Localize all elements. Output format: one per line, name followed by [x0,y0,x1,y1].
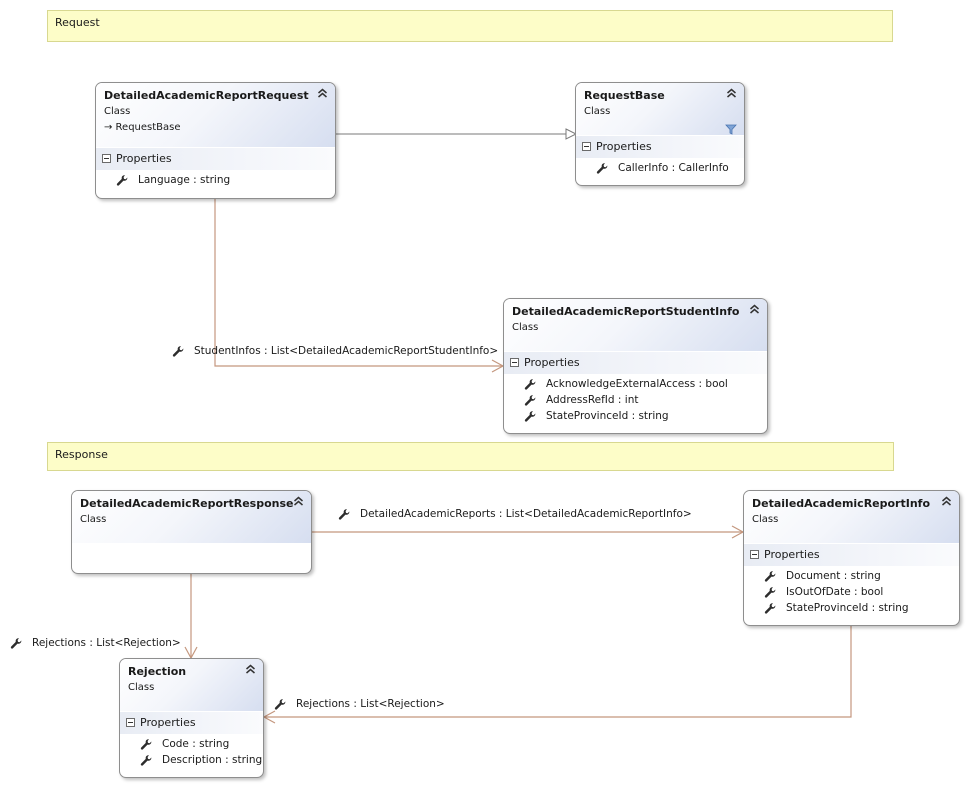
class-box-rejection[interactable]: Rejection Class Properties Code : string… [119,658,264,778]
class-name: Rejection [128,665,187,678]
rejections-info-arrowhead [262,710,276,724]
wrench-icon [764,602,777,615]
class-type: Class [752,514,779,525]
request-banner: Request [47,10,893,42]
minus-box-icon[interactable] [102,154,111,163]
class-type: Class [512,322,539,333]
double-chevron-up-icon[interactable] [749,304,760,314]
class-header: DetailedAcademicReportRequest Class → Re… [96,83,335,147]
wrench-icon [140,738,153,751]
section-label: Properties [140,716,196,729]
student-infos-line [214,199,503,367]
minus-box-icon[interactable] [582,142,591,151]
class-header: DetailedAcademicReportResponse Class [72,491,311,543]
response-banner-label: Response [55,448,108,461]
properties-section-header[interactable]: Properties [576,136,744,158]
class-base: → RequestBase [104,122,181,133]
section-label: Properties [596,140,652,153]
wrench-icon [764,586,777,599]
property-text: StateProvinceId : string [546,410,669,422]
property-text: Code : string [162,738,230,750]
association-text: Rejections : List<Rejection> [296,698,445,710]
section-label: Properties [524,356,580,369]
rejections-info-line [264,626,852,718]
class-name: RequestBase [584,89,665,102]
property-text: Language : string [138,174,231,186]
section-label: Properties [764,548,820,561]
class-header: RequestBase Class [576,83,744,135]
class-type: Class [80,514,107,525]
response-banner: Response [47,442,894,471]
class-name: DetailedAcademicReportResponse [80,497,294,510]
minus-box-icon[interactable] [750,550,759,559]
wrench-icon [338,508,351,521]
double-chevron-up-icon[interactable] [941,496,952,506]
property-text: StateProvinceId : string [786,602,909,614]
property-text: AddressRefId : int [546,394,639,406]
filter-icon[interactable] [725,123,737,135]
wrench-icon [140,754,153,767]
double-chevron-up-icon[interactable] [293,496,304,506]
double-chevron-up-icon[interactable] [245,664,256,674]
wrench-icon [10,637,23,650]
class-name: DetailedAcademicReportRequest [104,89,309,102]
class-box-request[interactable]: DetailedAcademicReportRequest Class → Re… [95,82,336,199]
class-type: Class [584,106,611,117]
properties-section-header[interactable]: Properties [504,352,767,374]
wrench-icon [172,345,185,358]
properties-section-header[interactable]: Properties [744,544,959,566]
class-header: DetailedAcademicReportInfo Class [744,491,959,543]
class-header: DetailedAcademicReportStudentInfo Class [504,299,767,351]
property-text: Document : string [786,570,881,582]
property-text: AcknowledgeExternalAccess : bool [546,378,728,390]
class-box-response[interactable]: DetailedAcademicReportResponse Class [71,490,312,574]
wrench-icon [764,570,777,583]
property-text: Description : string [162,754,263,766]
wrench-icon [274,698,287,711]
class-box-request-base[interactable]: RequestBase Class Properties CallerInfo … [575,82,745,186]
class-name: DetailedAcademicReportInfo [752,497,931,510]
request-banner-label: Request [55,16,100,29]
class-name: DetailedAcademicReportStudentInfo [512,305,740,318]
minus-box-icon[interactable] [510,358,519,367]
class-box-student-info[interactable]: DetailedAcademicReportStudentInfo Class … [503,298,768,434]
association-text: StudentInfos : List<DetailedAcademicRepo… [194,345,499,357]
properties-section-header[interactable]: Properties [120,712,263,734]
association-text: Rejections : List<Rejection> [32,637,181,649]
properties-section-header[interactable]: Properties [96,148,335,170]
class-header: Rejection Class [120,659,263,711]
property-text: CallerInfo : CallerInfo [618,162,729,174]
property-text: IsOutOfDate : bool [786,586,884,598]
wrench-icon [524,410,537,423]
class-box-report-info[interactable]: DetailedAcademicReportInfo Class Propert… [743,490,960,626]
section-label: Properties [116,152,172,165]
class-type: Class [128,682,155,693]
double-chevron-up-icon[interactable] [317,88,328,98]
wrench-icon [596,162,609,175]
association-text: DetailedAcademicReports : List<DetailedA… [360,508,692,520]
class-type: Class [104,106,131,117]
wrench-icon [524,378,537,391]
double-chevron-up-icon[interactable] [726,88,737,98]
wrench-icon [524,394,537,407]
minus-box-icon[interactable] [126,718,135,727]
inheritance-arrowhead [565,128,578,140]
wrench-icon [116,174,129,187]
